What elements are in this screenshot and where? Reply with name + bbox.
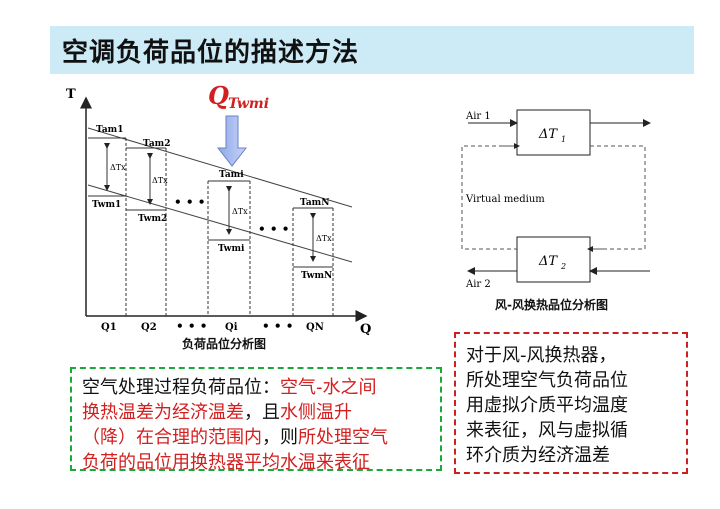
left-note-box: 空气处理过程负荷品位：空气-水之间 换热温差为经济温差，且水侧温升 （降）在合理… bbox=[70, 367, 442, 473]
label-q1: Q1 bbox=[101, 322, 117, 333]
segment-1 bbox=[88, 137, 127, 316]
segment-n bbox=[292, 207, 334, 316]
virtual-loop-right bbox=[590, 145, 646, 250]
left-note-highlight: 换热温差为经济温差 bbox=[82, 402, 244, 423]
page-title: 空调负荷品位的描述方法 bbox=[62, 38, 360, 68]
label-tamn: TamN bbox=[300, 198, 329, 208]
water-temp-line bbox=[87, 184, 353, 263]
label-tam2: Tam2 bbox=[143, 139, 170, 149]
axis-y-label: T bbox=[66, 87, 76, 102]
label-dt2: ΔT bbox=[538, 254, 558, 269]
label-dtx-n: ΔTx bbox=[316, 234, 332, 243]
left-note-text: ，且 bbox=[244, 402, 280, 423]
dots-axis-2: • • • bbox=[262, 319, 293, 333]
label-twm2: Twm2 bbox=[138, 214, 167, 224]
dots-upper-1: • • • bbox=[174, 195, 205, 209]
label-air1: Air 1 bbox=[465, 111, 491, 122]
axis-x-label: Q bbox=[360, 322, 371, 337]
label-tami: Tami bbox=[219, 170, 244, 180]
left-note-highlight: 水侧温升 bbox=[280, 402, 352, 423]
callout-q: Q bbox=[208, 81, 229, 110]
load-grade-diagram: T Q bbox=[66, 81, 371, 337]
label-twmn: TwmN bbox=[301, 271, 332, 281]
left-note-line-1: 空气处理过程负荷品位：空气-水之间 bbox=[82, 375, 432, 400]
left-note-text: ，则 bbox=[262, 427, 298, 448]
left-note-line-2: 换热温差为经济温差，且水侧温升 bbox=[82, 400, 432, 425]
right-note-box: 对于风-风换热器， 所处理空气负荷品位 用虚拟介质平均温度 来表征，风与虚拟循 … bbox=[454, 332, 688, 474]
label-q2: Q2 bbox=[141, 322, 157, 333]
air-temp-line bbox=[87, 127, 353, 208]
label-dtx-2: ΔTx bbox=[152, 176, 168, 185]
label-virtual-medium: Virtual medium bbox=[465, 194, 545, 205]
segment-i bbox=[207, 180, 251, 316]
label-dtx-1: ΔTx bbox=[110, 163, 126, 172]
label-twmi: Twmi bbox=[218, 244, 245, 254]
label-qn: QN bbox=[306, 322, 324, 333]
virtual-loop-left bbox=[461, 145, 517, 250]
right-note-line: 对于风-风换热器， bbox=[466, 345, 617, 366]
title-bar bbox=[50, 26, 694, 74]
label-air2: Air 2 bbox=[465, 279, 491, 290]
left-diagram-caption: 负荷品位分析图 bbox=[182, 337, 267, 351]
right-note-line: 所处理空气负荷品位 bbox=[466, 370, 628, 391]
left-note-highlight: 负荷的品位用换热器平均水温来表征 bbox=[82, 452, 370, 473]
left-note-highlight: （降）在合理的范围内 bbox=[82, 427, 262, 448]
label-dt2-sub: 2 bbox=[560, 262, 566, 271]
left-note-line-4: 负荷的品位用换热器平均水温来表征 bbox=[82, 450, 432, 475]
label-twm1: Twm1 bbox=[92, 200, 121, 210]
label-dtx-i: ΔTx bbox=[232, 207, 248, 216]
right-note-line: 来表征，风与虚拟循 bbox=[466, 420, 628, 441]
down-arrow-icon bbox=[216, 115, 248, 167]
segment-2 bbox=[126, 147, 167, 316]
left-note-text: 空气处理过程负荷品位： bbox=[82, 377, 280, 398]
exchanger-box-2 bbox=[516, 236, 591, 283]
right-diagram-caption: 风-风换热品位分析图 bbox=[495, 298, 608, 312]
left-note-highlight: 空气-水之间 bbox=[280, 377, 377, 398]
exchanger-box-1 bbox=[516, 109, 591, 156]
label-dt1: ΔT bbox=[538, 127, 558, 142]
air-air-diagram: Air 1 Air 2 Virtual medium ΔT 1 ΔT 2 bbox=[461, 109, 651, 290]
right-note-line: 用虚拟介质平均温度 bbox=[466, 395, 628, 416]
left-note-highlight: 所处理空气 bbox=[298, 427, 388, 448]
label-dt1-sub: 1 bbox=[561, 135, 566, 144]
callout-q-subscript: Twmi bbox=[228, 96, 269, 112]
right-note-line: 环介质为经济温差 bbox=[466, 445, 610, 466]
dots-axis-1: • • • bbox=[176, 319, 207, 333]
left-note-line-3: （降）在合理的范围内，则所处理空气 bbox=[82, 425, 432, 450]
dots-upper-2: • • • bbox=[258, 222, 289, 236]
label-tam1: Tam1 bbox=[96, 125, 123, 135]
label-qi: Qi bbox=[225, 322, 238, 333]
